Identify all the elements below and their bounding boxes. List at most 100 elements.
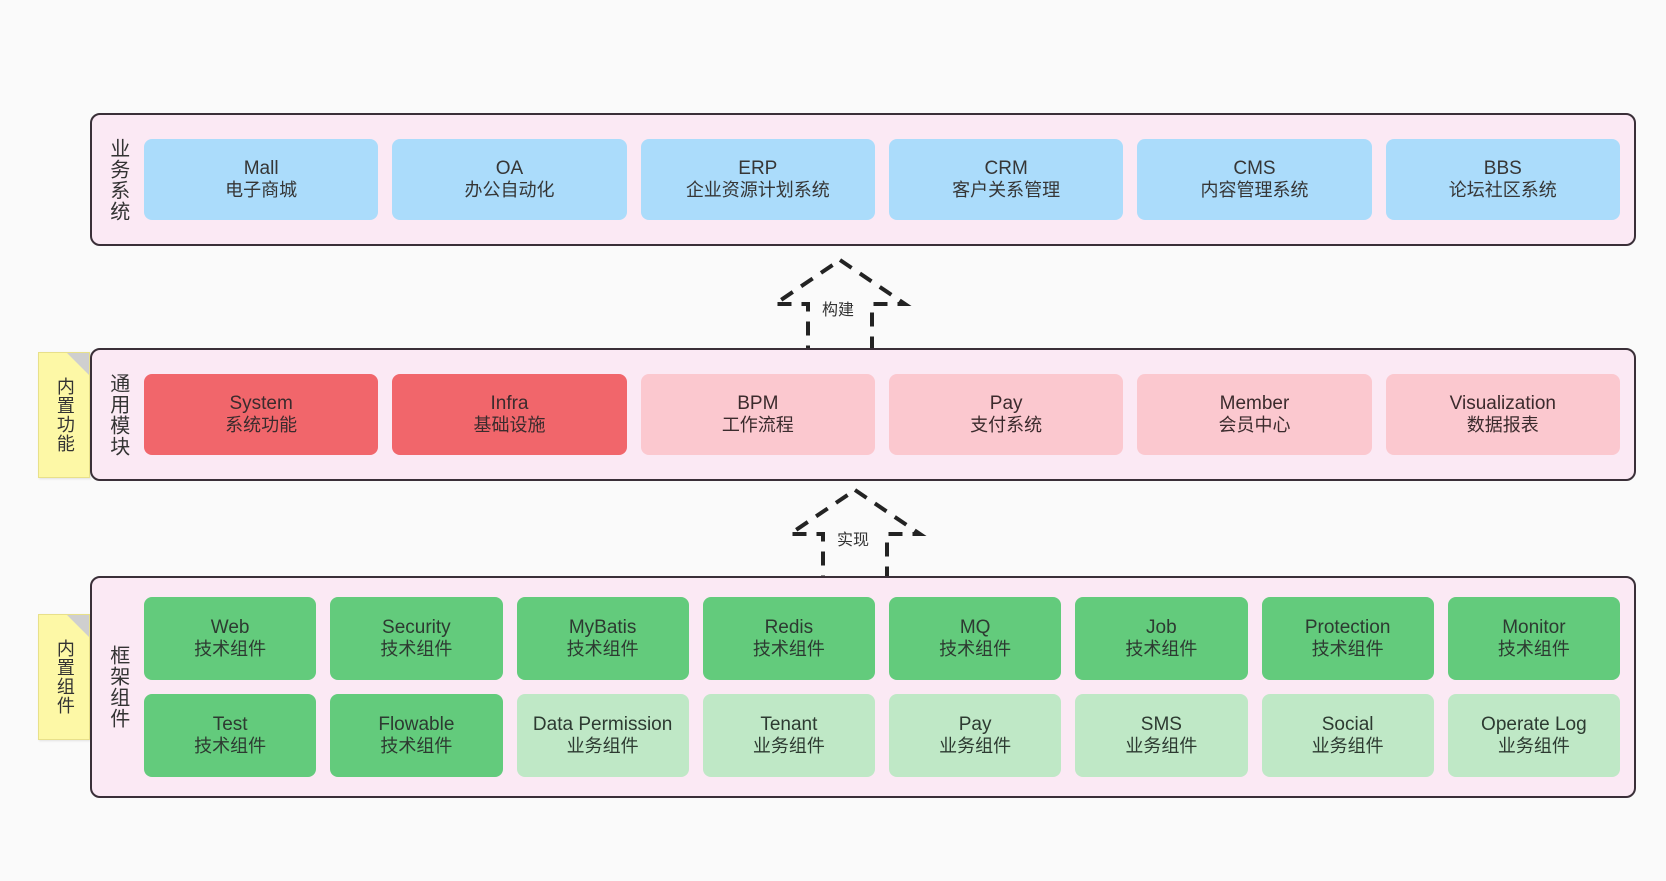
card-oa-desc: 办公自动化 — [464, 180, 555, 201]
card-erp[interactable]: ERP 企业资源计划系统 — [640, 139, 875, 220]
card-job[interactable]: Job 技术组件 — [1075, 597, 1248, 680]
framework-components-row-1: Web 技术组件 Security 技术组件 MyBatis 技术组件 Redi… — [144, 597, 1620, 680]
card-erp-desc: 企业资源计划系统 — [685, 180, 830, 201]
layer-framework-components-body: Web 技术组件 Security 技术组件 MyBatis 技术组件 Redi… — [140, 578, 1634, 796]
sticky-fold-corner-icon — [67, 353, 89, 375]
card-sms-desc: 业务组件 — [1125, 736, 1198, 757]
card-flowable-name: Flowable — [378, 713, 455, 735]
layer-common-modules: 通用模块 System 系统功能 Infra 基础设施 BPM 工作流程 Pay — [90, 348, 1636, 481]
card-pay-module[interactable]: Pay 支付系统 — [888, 374, 1124, 455]
card-redis-desc: 技术组件 — [752, 639, 825, 660]
card-bbs[interactable]: BBS 论坛社区系统 — [1385, 139, 1620, 220]
card-job-name: Job — [1146, 616, 1177, 638]
card-web-name: Web — [210, 616, 250, 638]
card-test-name: Test — [212, 713, 248, 735]
card-sms[interactable]: SMS 业务组件 — [1075, 694, 1248, 777]
card-cms[interactable]: CMS 内容管理系统 — [1137, 139, 1372, 220]
card-web-desc: 技术组件 — [194, 639, 267, 660]
card-flowable[interactable]: Flowable 技术组件 — [330, 694, 503, 777]
card-mq-name: MQ — [959, 616, 991, 638]
arrow-implement-label: 实现 — [837, 532, 870, 549]
card-system-name: System — [229, 392, 293, 414]
card-visualization-name: Visualization — [1449, 392, 1556, 414]
layer-common-modules-label: 通用模块 — [106, 372, 129, 457]
arrow-implement: 实现 — [775, 486, 935, 588]
card-infra-name: Infra — [490, 392, 529, 414]
card-protection[interactable]: Protection 技术组件 — [1261, 597, 1434, 680]
card-job-desc: 技术组件 — [1125, 639, 1198, 660]
arrow-implement-glyph — [783, 487, 927, 584]
common-modules-row: System 系统功能 Infra 基础设施 BPM 工作流程 Pay 支付系统… — [144, 374, 1620, 455]
card-social-name: Social — [1321, 713, 1374, 735]
card-sms-name: SMS — [1140, 713, 1182, 735]
card-system[interactable]: System 系统功能 — [144, 374, 379, 455]
card-protection-desc: 技术组件 — [1311, 639, 1384, 660]
card-bbs-name: BBS — [1483, 157, 1522, 179]
card-data-permission-name: Data Permission — [532, 713, 673, 735]
arrow-build-label: 构建 — [822, 302, 855, 319]
card-flowable-desc: 技术组件 — [380, 736, 453, 757]
card-web[interactable]: Web 技术组件 — [144, 597, 317, 680]
card-operate-log[interactable]: Operate Log 业务组件 — [1447, 694, 1620, 777]
layer-business-systems-label: 业务系统 — [106, 137, 129, 222]
card-infra-desc: 基础设施 — [473, 415, 546, 436]
card-crm-desc: 客户关系管理 — [952, 180, 1061, 201]
card-mybatis-name: MyBatis — [568, 616, 637, 638]
arrow-build-glyph — [768, 257, 912, 354]
card-cms-desc: 内容管理系统 — [1200, 180, 1309, 201]
card-bpm-name: BPM — [737, 392, 779, 414]
card-monitor-name: Monitor — [1502, 616, 1566, 638]
sticky-fold-corner-icon — [67, 615, 89, 637]
card-visualization-desc: 数据报表 — [1466, 415, 1539, 436]
card-protection-name: Protection — [1304, 616, 1391, 638]
framework-components-row-2: Test 技术组件 Flowable 技术组件 Data Permission … — [144, 694, 1620, 777]
card-test[interactable]: Test 技术组件 — [144, 694, 317, 777]
card-monitor[interactable]: Monitor 技术组件 — [1447, 597, 1620, 680]
card-test-desc: 技术组件 — [194, 736, 267, 757]
card-oa[interactable]: OA 办公自动化 — [392, 139, 627, 220]
card-data-permission[interactable]: Data Permission 业务组件 — [516, 694, 689, 777]
card-security-desc: 技术组件 — [380, 639, 453, 660]
card-member[interactable]: Member 会员中心 — [1137, 374, 1372, 455]
card-mq[interactable]: MQ 技术组件 — [889, 597, 1062, 680]
card-erp-name: ERP — [738, 157, 778, 179]
card-crm[interactable]: CRM 客户关系管理 — [888, 139, 1124, 220]
card-mall[interactable]: Mall 电子商城 — [144, 139, 379, 220]
card-bbs-desc: 论坛社区系统 — [1448, 180, 1557, 201]
card-mall-name: Mall — [243, 157, 279, 179]
sticky-note-builtin-features: 内置功能 — [38, 352, 90, 478]
card-oa-name: OA — [495, 157, 524, 179]
card-pay-component[interactable]: Pay 业务组件 — [889, 694, 1062, 777]
card-security-name: Security — [382, 616, 451, 638]
card-mq-desc: 技术组件 — [939, 639, 1012, 660]
card-bpm[interactable]: BPM 工作流程 — [640, 374, 875, 455]
card-member-desc: 会员中心 — [1218, 415, 1291, 436]
card-data-permission-desc: 业务组件 — [566, 736, 639, 757]
card-tenant-desc: 业务组件 — [752, 736, 825, 757]
layer-framework-components: 框架组件 Web 技术组件 Security 技术组件 MyBatis 技术组件… — [90, 576, 1636, 798]
card-operate-log-desc: 业务组件 — [1497, 736, 1570, 757]
card-tenant[interactable]: Tenant 业务组件 — [702, 694, 875, 777]
card-social-desc: 业务组件 — [1311, 736, 1384, 757]
card-pay-component-desc: 业务组件 — [939, 736, 1012, 757]
card-monitor-desc: 技术组件 — [1497, 639, 1570, 660]
card-crm-name: CRM — [984, 157, 1028, 179]
card-member-name: Member — [1219, 392, 1290, 414]
card-visualization[interactable]: Visualization 数据报表 — [1385, 374, 1620, 455]
sticky-note-builtin-components: 内置组件 — [38, 614, 90, 740]
card-pay-module-name: Pay — [989, 392, 1023, 414]
card-system-desc: 系统功能 — [225, 415, 298, 436]
card-cms-name: CMS — [1233, 157, 1276, 179]
card-infra[interactable]: Infra 基础设施 — [392, 374, 627, 455]
card-redis-name: Redis — [764, 616, 814, 638]
card-pay-component-name: Pay — [958, 713, 992, 735]
card-redis[interactable]: Redis 技术组件 — [702, 597, 875, 680]
card-operate-log-name: Operate Log — [1481, 713, 1587, 735]
layer-framework-components-label: 框架组件 — [106, 645, 129, 729]
card-bpm-desc: 工作流程 — [721, 415, 794, 436]
card-security[interactable]: Security 技术组件 — [330, 597, 503, 680]
card-mybatis[interactable]: MyBatis 技术组件 — [516, 597, 689, 680]
card-mall-desc: 电子商城 — [225, 180, 298, 201]
card-social[interactable]: Social 业务组件 — [1261, 694, 1434, 777]
